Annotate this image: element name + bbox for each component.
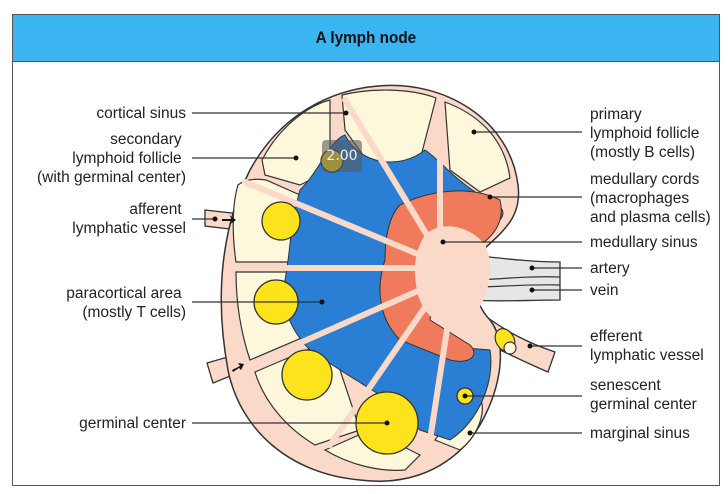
left-labels: cortical sinus secondary lymphoid follic…	[37, 105, 186, 432]
leader-lines-right	[443, 131, 582, 434]
playback-speed-badge[interactable]: 2.00	[322, 140, 362, 172]
title-bar: A lymph node	[13, 15, 719, 62]
diagram-title: A lymph node	[315, 28, 417, 47]
afferent-arrow-lower	[232, 363, 244, 372]
germinal-centers	[253, 149, 474, 455]
label-paracortical-area: paracortical area (mostly T cells)	[66, 285, 186, 321]
label-medullary-cords: medullary cords (macrophages and plasma …	[590, 171, 711, 226]
label-germinal-center: germinal center	[79, 415, 186, 432]
afferent-arrow-upper	[222, 215, 236, 225]
playback-speed-value: 2.00	[326, 148, 358, 164]
label-cortical-sinus: cortical sinus	[96, 105, 186, 122]
label-primary-lymphoid-follicle: primary lymphoid follicle (mostly B cell…	[590, 106, 704, 161]
label-medullary-sinus: medullary sinus	[590, 234, 698, 251]
efferent-valve	[494, 328, 517, 355]
medullary-sinus-region	[414, 226, 490, 326]
right-labels: primary lymphoid follicle (mostly B cell…	[590, 106, 711, 442]
label-marginal-sinus: marginal sinus	[590, 425, 690, 442]
label-afferent-lymphatic-vessel: afferent lymphatic vessel	[72, 201, 186, 237]
leader-dots-right	[440, 129, 535, 436]
leader-lines-left	[192, 112, 387, 424]
label-senescent-germinal-center: senescent germinal center	[590, 377, 697, 413]
trabeculae	[233, 97, 453, 448]
label-efferent-lymphatic-vessel: efferent lymphatic vessel	[590, 328, 704, 364]
label-vein: vein	[590, 282, 618, 299]
label-secondary-lymphoid-follicle: secondary lymphoid follicle (with germin…	[37, 131, 186, 186]
label-artery: artery	[590, 260, 630, 277]
leader-dots-left	[212, 110, 390, 426]
